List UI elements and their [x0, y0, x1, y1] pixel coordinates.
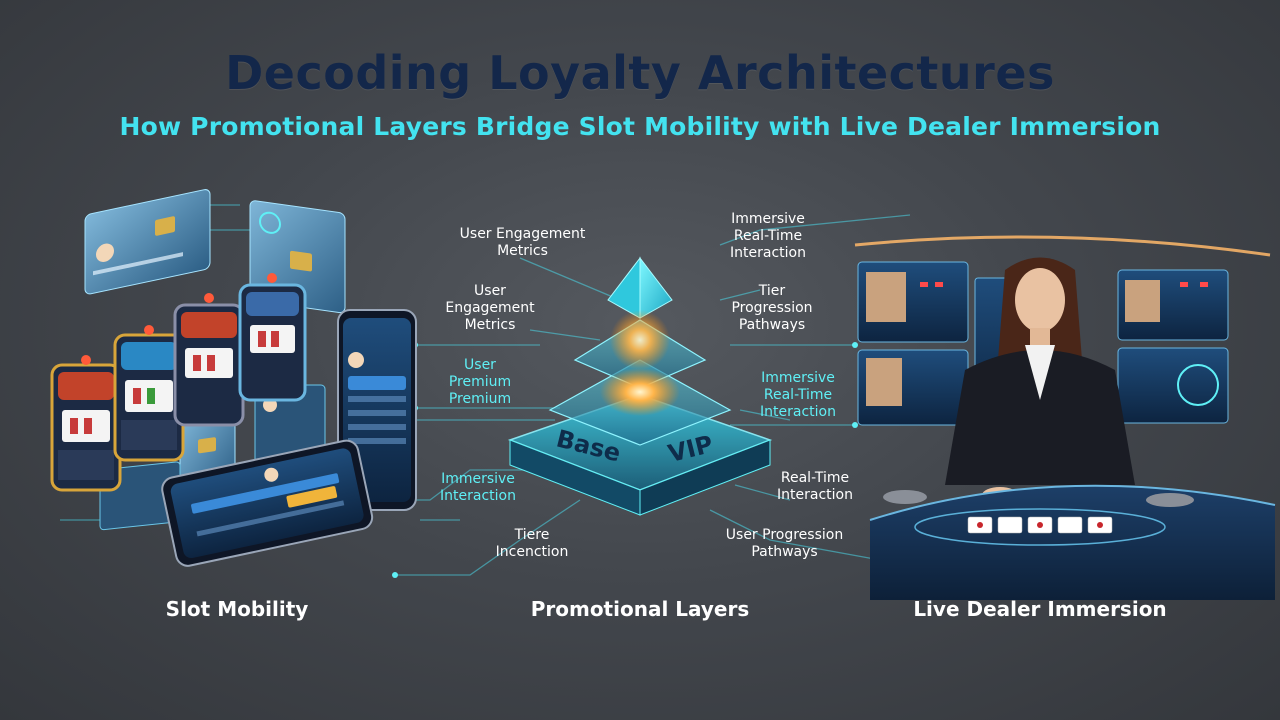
section-slot-mobility: Slot Mobility [165, 597, 309, 621]
phone-horizontal [161, 439, 374, 567]
subtitle: How Promotional Layers Bridge Slot Mobil… [119, 112, 1161, 141]
section-promotional-layers: Promotional Layers [530, 597, 750, 621]
slot-machine-2 [113, 325, 185, 462]
right-label-2: Tier Progression Pathways [731, 283, 813, 333]
right-label-4: Real-Time Interaction [777, 470, 853, 503]
section-live-dealer-immersion: Live Dealer Immersion [913, 597, 1167, 621]
slot-machine-4 [238, 273, 307, 402]
left-label-5: Tiere Incenction [495, 527, 569, 560]
right-label-3: Immersive Real-Time Interaction [760, 370, 836, 420]
live-dealer-illustration [854, 235, 1276, 600]
circuit-lines [59, 204, 911, 576]
left-label-4: Immersive Interaction [440, 471, 516, 504]
main-title: Decoding Loyalty Architectures [225, 46, 1055, 100]
slot-machine-1 [50, 355, 122, 492]
left-label-3: User Premium Premium [448, 357, 512, 407]
right-label-1: Immersive Real-Time Interaction [730, 211, 806, 261]
promotional-pyramid [507, 256, 773, 516]
left-label-1: User Engagement Metrics [459, 226, 586, 259]
right-label-5: User Progression Pathways [725, 527, 844, 560]
dealer-figure [945, 257, 1135, 503]
slot-mobility-illustration [50, 189, 417, 567]
left-label-2: User Engagement Metrics [445, 283, 535, 333]
slot-machine-3 [173, 293, 245, 427]
